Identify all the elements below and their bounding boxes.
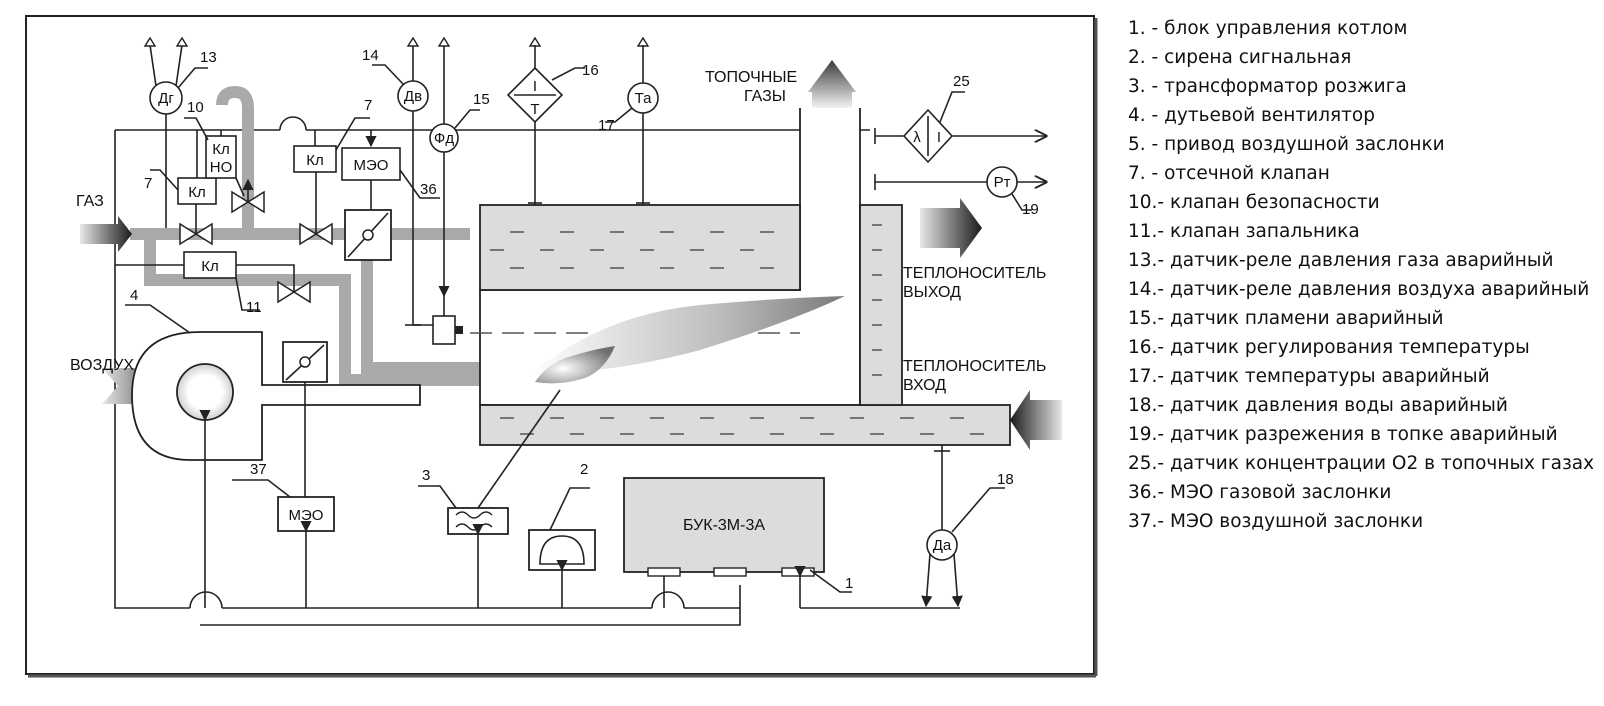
bus-lines bbox=[114, 129, 870, 609]
kl-box-7a bbox=[177, 177, 217, 205]
callout-25: 25 bbox=[953, 73, 970, 90]
lower-water-jacket bbox=[479, 404, 1011, 446]
fan-impeller bbox=[176, 363, 234, 421]
safety-valve-10 bbox=[231, 178, 265, 214]
coolant-out-label-1: ТЕПЛОНОСИТЕЛЬ bbox=[903, 265, 1046, 282]
kl-11-label: Кл bbox=[201, 258, 219, 275]
coolant-in-arrow bbox=[1010, 390, 1062, 450]
ta-label: Та bbox=[635, 90, 652, 107]
legend-item: 25.- датчик концентрации О2 в топочных г… bbox=[1128, 453, 1595, 474]
callout-37: 37 bbox=[250, 461, 267, 478]
callout-3: 3 bbox=[422, 467, 430, 484]
boiler-control-schematic: ГАЗ ВОЗДУХ 4 МЭО 37 ТОПОЧНЫЕ ГАЗЫ ТЕПЛОН… bbox=[25, 15, 1098, 678]
meo-gas-actuator bbox=[341, 147, 401, 181]
control-unit-label: БУК-3М-3А bbox=[683, 517, 765, 534]
ignition-transformer bbox=[447, 507, 509, 535]
callout-16: 16 bbox=[582, 62, 599, 79]
legend-item: 5. - привод воздушной заслонки bbox=[1128, 134, 1445, 155]
callout-10: 10 bbox=[187, 99, 204, 116]
t16-top: I bbox=[533, 78, 537, 95]
gas-inlet-arrow bbox=[80, 216, 132, 252]
kl-box-7b bbox=[293, 145, 337, 173]
legend-item: 1. - блок управления котлом bbox=[1128, 18, 1408, 39]
legend-item: 37.- МЭО воздушной заслонки bbox=[1128, 511, 1424, 532]
legend-item: 36.- МЭО газовой заслонки bbox=[1128, 482, 1392, 503]
da-sensor bbox=[926, 529, 958, 561]
callout-2: 2 bbox=[580, 461, 588, 478]
callout-14: 14 bbox=[362, 47, 379, 64]
kl-no-bot: НО bbox=[210, 159, 233, 176]
callout-36: 36 bbox=[420, 181, 437, 198]
control-unit bbox=[623, 477, 825, 573]
callout-13: 13 bbox=[200, 49, 217, 66]
t16-bot: T bbox=[530, 101, 539, 118]
fd-label: Фд bbox=[434, 130, 454, 147]
flame-sensor-body bbox=[432, 315, 456, 345]
rt-label: Рт bbox=[994, 174, 1011, 191]
kl-no-top: Кл bbox=[212, 141, 230, 158]
coolant-out-arrow bbox=[920, 198, 982, 258]
legend-item: 15.- датчик пламени аварийный bbox=[1128, 308, 1444, 329]
legend-item: 3. - трансформатор розжига bbox=[1128, 76, 1407, 97]
dv-label: Дв bbox=[404, 88, 422, 105]
air-label: ВОЗДУХ bbox=[70, 357, 134, 374]
flue-label-2: ГАЗЫ bbox=[744, 88, 786, 105]
pilot-flame bbox=[535, 346, 615, 384]
legend-item: 7. - отсечной клапан bbox=[1128, 163, 1330, 184]
callout-4: 4 bbox=[130, 287, 138, 304]
safety-vent-pipe bbox=[216, 85, 254, 230]
kl-no-box bbox=[205, 135, 237, 179]
cutoff-valve-1 bbox=[179, 204, 213, 246]
upper-water-jacket bbox=[479, 204, 801, 291]
coolant-in-label-1: ТЕПЛОНОСИТЕЛЬ bbox=[903, 358, 1046, 375]
bus-lower bbox=[200, 585, 741, 626]
pilot-valve-11 bbox=[277, 268, 311, 304]
callout-7a: 7 bbox=[144, 175, 152, 192]
gas-burner-pipe bbox=[361, 238, 525, 374]
dg-label: Дг bbox=[158, 90, 174, 107]
outer-frame bbox=[25, 15, 1095, 675]
bus-hops bbox=[189, 116, 685, 609]
kl-7b-label: Кл bbox=[306, 152, 324, 169]
meo-36-label: МЭО bbox=[354, 157, 389, 174]
cutoff-valve-2 bbox=[299, 172, 333, 246]
legend-item: 2. - сирена сигнальная bbox=[1128, 47, 1352, 68]
legend-item: 4. - дутьевой вентилятор bbox=[1128, 105, 1375, 126]
legend-item: 16.- датчик регулирования температуры bbox=[1128, 337, 1530, 358]
da-label: Да bbox=[933, 537, 952, 554]
callout-18: 18 bbox=[997, 471, 1014, 488]
flue-gas-arrow bbox=[808, 60, 856, 108]
water-dashes bbox=[490, 224, 984, 435]
callout-19: 19 bbox=[1022, 201, 1039, 218]
legend-item: 17.- датчик температуры аварийный bbox=[1128, 366, 1490, 387]
legend-item: 14.- датчик-реле давления воздуха аварий… bbox=[1128, 279, 1590, 300]
legend-item: 19.- датчик разрежения в топке аварийный bbox=[1128, 424, 1558, 445]
coolant-out-label-2: ВЫХОД bbox=[903, 284, 961, 301]
side-water-jacket bbox=[859, 204, 903, 406]
gas-label: ГАЗ bbox=[76, 193, 104, 210]
legend-item: 18.- датчик давления воды аварийный bbox=[1128, 395, 1508, 416]
legend-item: 11.- клапан запальника bbox=[1128, 221, 1360, 242]
callout-1: 1 bbox=[845, 575, 853, 592]
pilot-pipe bbox=[144, 240, 535, 386]
callout-7b: 7 bbox=[364, 97, 372, 114]
callout-11: 11 bbox=[246, 299, 262, 316]
t25-left: λ bbox=[913, 129, 921, 146]
meo-37-label: МЭО bbox=[289, 507, 324, 524]
legend: 1. - блок управления котлом 2. - сирена с… bbox=[1128, 14, 1598, 536]
legend-item: 10.- клапан безопасности bbox=[1128, 192, 1380, 213]
fan-housing bbox=[131, 331, 421, 461]
flue-label-1: ТОПОЧНЫЕ bbox=[705, 69, 797, 86]
callout-15: 15 bbox=[473, 91, 490, 108]
t25-right: I bbox=[937, 129, 941, 146]
coolant-in-label-2: ВХОД bbox=[903, 377, 946, 394]
kl-7a-label: Кл bbox=[188, 184, 206, 201]
legend-item: 13.- датчик-реле давления газа аварийный bbox=[1128, 250, 1554, 271]
callout-17: 17 bbox=[598, 117, 615, 134]
